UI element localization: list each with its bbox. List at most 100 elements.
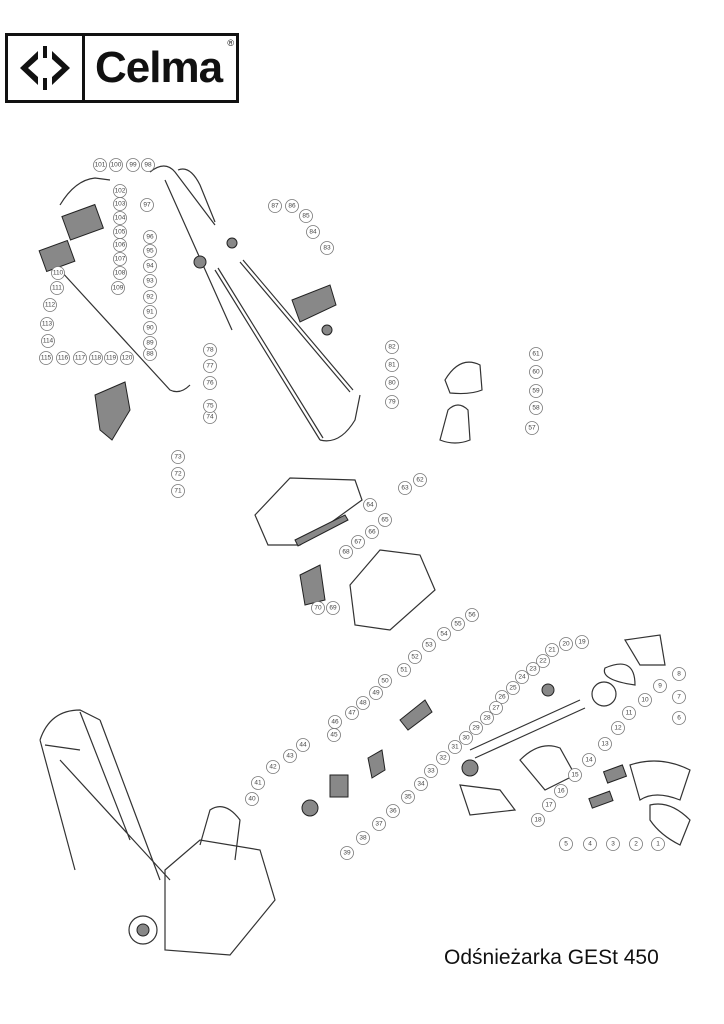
- callout-circle: [529, 365, 543, 379]
- callout-85: 85: [299, 209, 313, 223]
- callout-circle: [311, 601, 325, 615]
- callout-number: 100: [111, 162, 122, 169]
- logo-text: Celma: [95, 43, 223, 92]
- callout-number: 118: [91, 355, 102, 362]
- callout-50: 50: [378, 674, 392, 688]
- motor-end-cap: [329, 774, 349, 798]
- callout-circle: [285, 199, 299, 213]
- callout-circle: [397, 663, 411, 677]
- callout-number: 16: [557, 788, 565, 795]
- callout-circle: [120, 351, 134, 365]
- callout-circle: [414, 777, 428, 791]
- callout-number: 101: [95, 162, 106, 169]
- callout-number: 28: [483, 715, 491, 722]
- callout-circle: [141, 158, 155, 172]
- callout-number: 23: [529, 666, 537, 673]
- callout-circle: [651, 837, 665, 851]
- drive-shaft: [469, 699, 586, 759]
- callout-number: 4: [588, 841, 592, 848]
- callout-circle: [529, 347, 543, 361]
- callout-circle: [529, 401, 543, 415]
- callout-4: 4: [583, 837, 597, 851]
- callout-number: 115: [41, 355, 52, 362]
- handle-lower-left: [214, 267, 324, 441]
- callout-circle: [143, 290, 157, 304]
- callout-circle: [385, 340, 399, 354]
- callout-number: 102: [115, 188, 126, 195]
- callout-number: 55: [454, 621, 462, 628]
- callout-number: 89: [146, 340, 154, 347]
- callout-67: 67: [351, 535, 365, 549]
- callout-61: 61: [529, 347, 543, 361]
- fan: [301, 799, 319, 817]
- callout-105: 105: [113, 225, 127, 239]
- callout-number: 36: [389, 808, 397, 815]
- callout-number: 69: [329, 605, 337, 612]
- callout-number: 38: [359, 835, 367, 842]
- callout-circle: [171, 467, 185, 481]
- handle-upper: [149, 165, 233, 331]
- callout-number: 46: [331, 719, 339, 726]
- callout-circle: [43, 298, 57, 312]
- callout-number: 25: [509, 685, 517, 692]
- callout-70: 70: [311, 601, 325, 615]
- callout-circle: [606, 837, 620, 851]
- pulley-small: [541, 683, 555, 697]
- callout-109: 109: [111, 281, 125, 295]
- callout-115: 115: [39, 351, 53, 365]
- callout-108: 108: [113, 266, 127, 280]
- callout-circle: [40, 317, 54, 331]
- callout-number: 74: [206, 414, 214, 421]
- callout-71: 71: [171, 484, 185, 498]
- callout-circle: [526, 662, 540, 676]
- switch-housing: [38, 239, 76, 273]
- switch-box: [61, 203, 105, 241]
- callout-24: 24: [515, 670, 529, 684]
- motor-housing: [519, 745, 576, 791]
- callout-circle: [266, 760, 280, 774]
- celma-logo: Celma ®: [5, 33, 239, 103]
- callout-36: 36: [386, 804, 400, 818]
- callout-27: 27: [489, 701, 503, 715]
- callout-76: 76: [203, 376, 217, 390]
- callout-circle: [111, 281, 125, 295]
- belt-cover: [624, 634, 666, 666]
- callout-47: 47: [345, 706, 359, 720]
- callout-circle: [489, 701, 503, 715]
- callout-number: 93: [146, 278, 154, 285]
- callout-number: 6: [677, 715, 681, 722]
- callout-number: 97: [143, 202, 151, 209]
- callout-number: 72: [174, 471, 182, 478]
- callout-55: 55: [451, 617, 465, 631]
- side-cover: [299, 564, 326, 606]
- callout-23: 23: [526, 662, 540, 676]
- callout-number: 68: [342, 549, 350, 556]
- callout-41: 41: [251, 776, 265, 790]
- callout-91: 91: [143, 305, 157, 319]
- callout-112: 112: [43, 298, 57, 312]
- callout-19: 19: [575, 635, 589, 649]
- callout-number: 92: [146, 294, 154, 301]
- callout-number: 15: [571, 772, 579, 779]
- callout-circle: [385, 358, 399, 372]
- callout-25: 25: [506, 681, 520, 695]
- callout-49: 49: [369, 686, 383, 700]
- callout-circle: [113, 211, 127, 225]
- callout-68: 68: [339, 545, 353, 559]
- callout-number: 21: [548, 647, 556, 654]
- callout-circle: [531, 813, 545, 827]
- callout-113: 113: [40, 317, 54, 331]
- callout-22: 22: [536, 654, 550, 668]
- callout-64: 64: [363, 498, 377, 512]
- callout-17: 17: [542, 798, 556, 812]
- callout-number: 103: [115, 201, 126, 208]
- callout-number: 19: [578, 639, 586, 646]
- callout-92: 92: [143, 290, 157, 304]
- callout-circle: [51, 266, 65, 280]
- callout-40: 40: [245, 792, 259, 806]
- callout-number: 34: [417, 781, 425, 788]
- callout-26: 26: [495, 690, 509, 704]
- callout-number: 8: [677, 671, 681, 678]
- bearing-block: [588, 790, 614, 809]
